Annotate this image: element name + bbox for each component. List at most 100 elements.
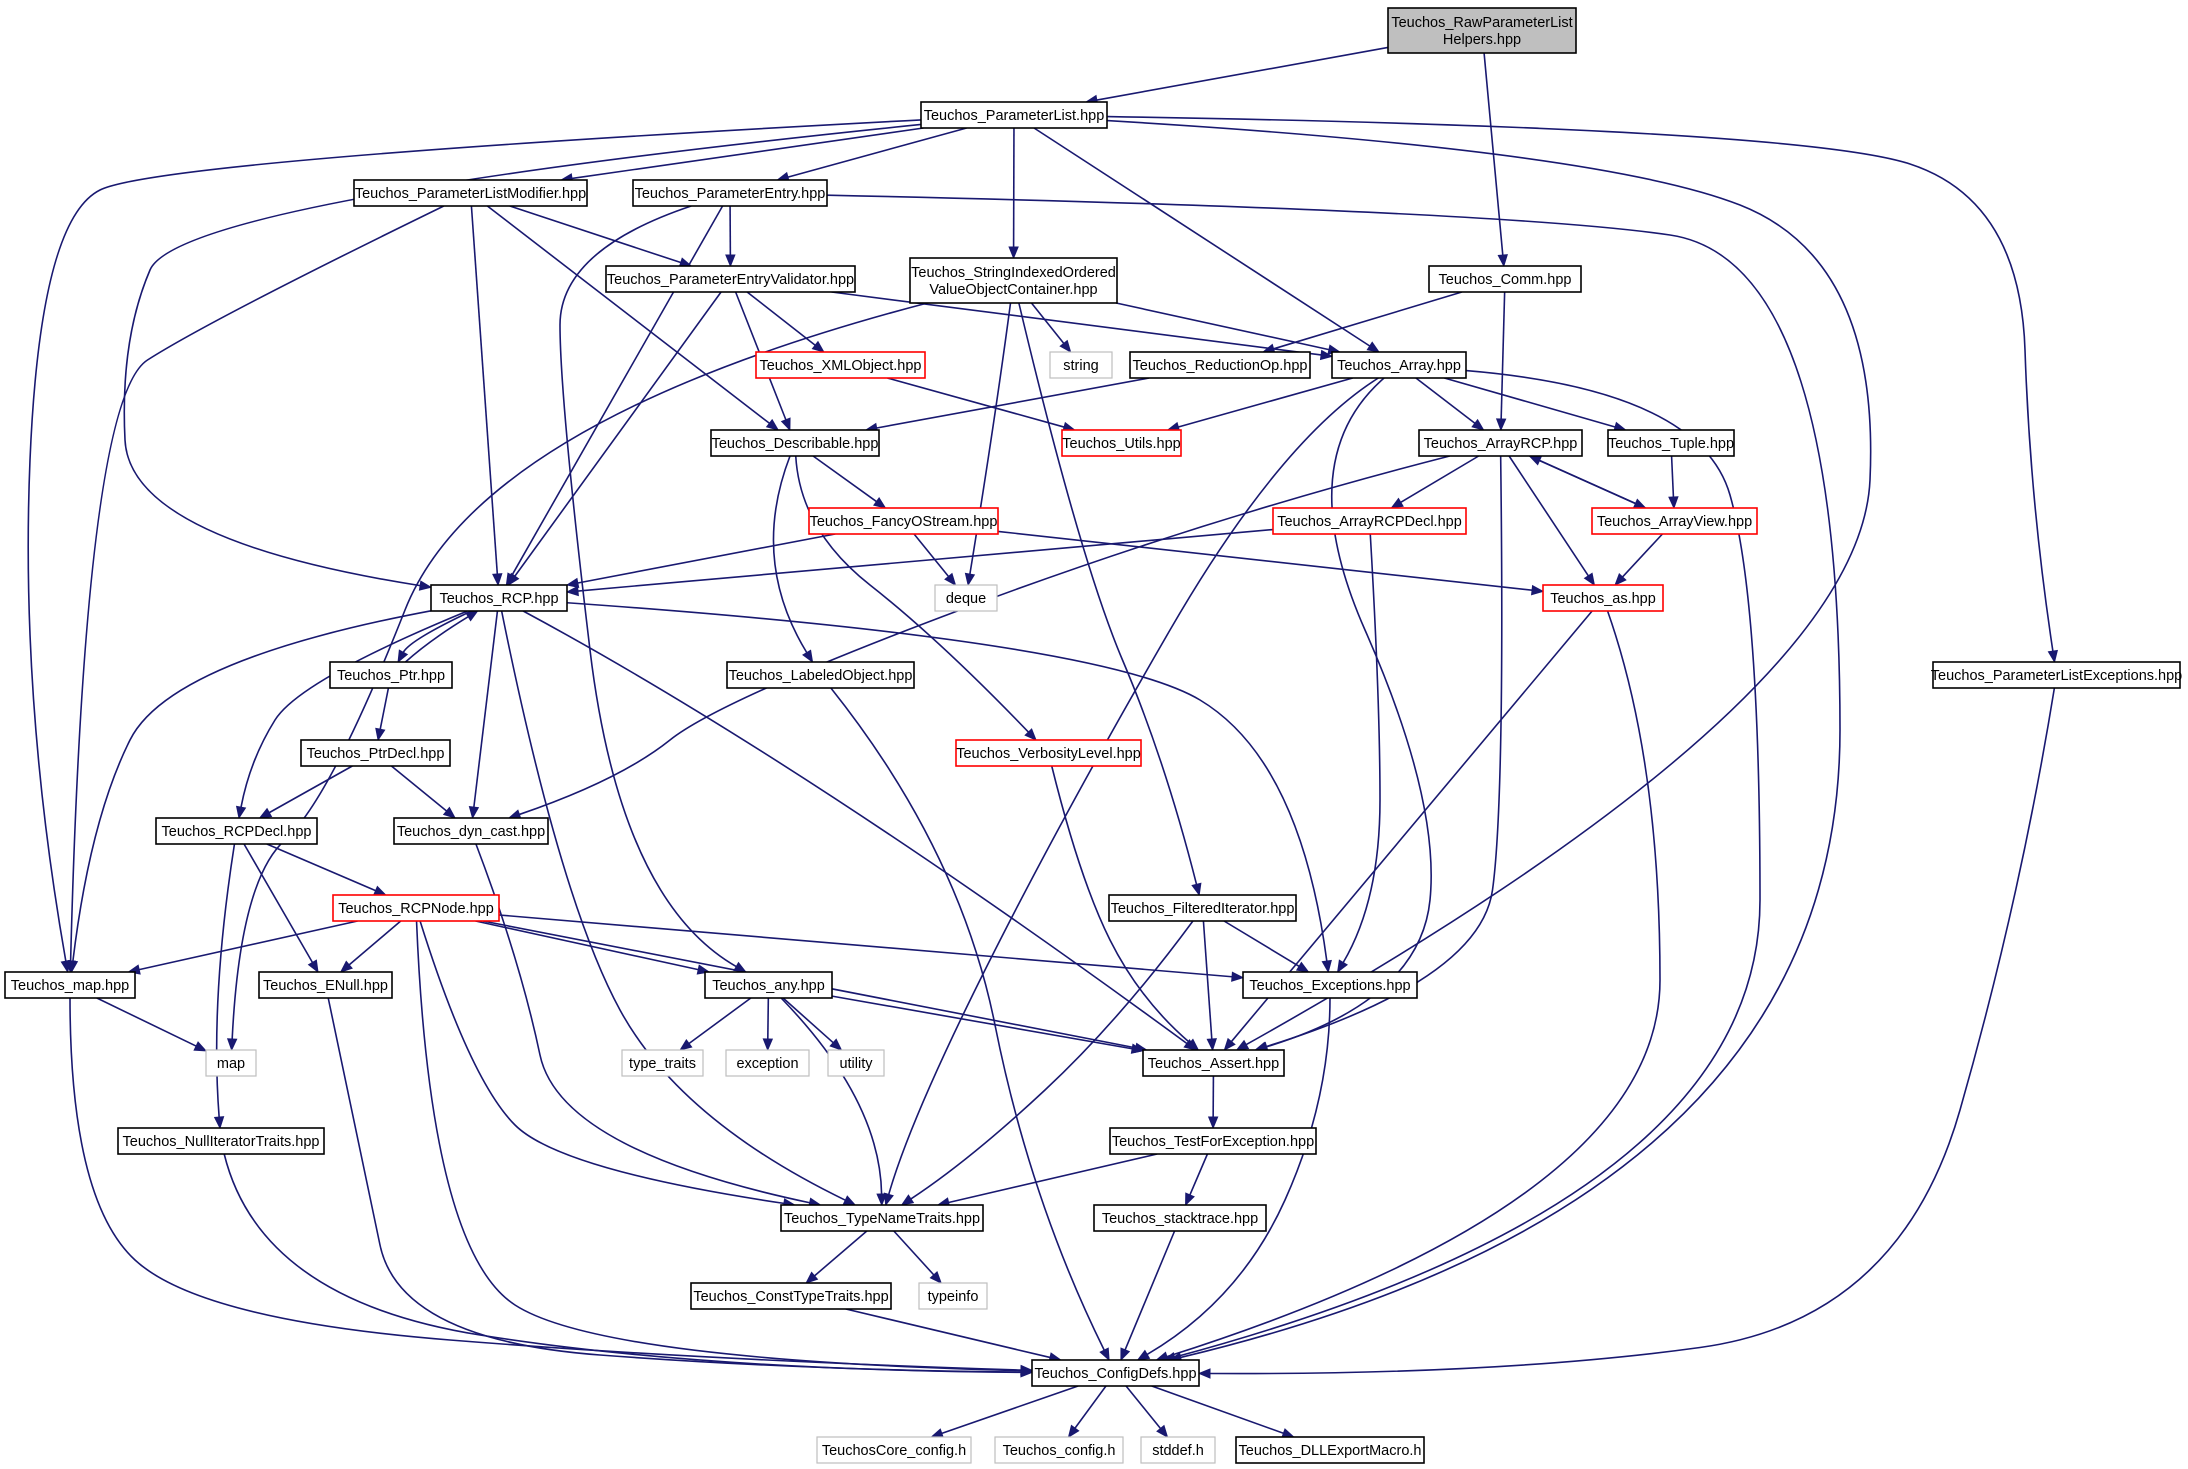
node-describable[interactable]: Teuchos_Describable.hpp [710,429,880,457]
edge-any-to-type_traits [679,997,752,1051]
node-exceptions[interactable]: Teuchos_Exceptions.hpp [1242,971,1418,999]
node-comm[interactable]: Teuchos_Comm.hpp [1428,265,1582,293]
node-box [1061,429,1182,457]
node-dyncast[interactable]: Teuchos_dyn_cast.hpp [393,817,549,845]
node-arrayrcp[interactable]: Teuchos_ArrayRCP.hpp [1418,429,1583,457]
edge-line [243,843,314,963]
node-rcpnode[interactable]: Teuchos_RCPNode.hpp [332,894,500,922]
node-label: Teuchos_Tuple.hpp [1608,436,1734,452]
node-assert[interactable]: Teuchos_Assert.hpp [1142,1049,1285,1077]
node-label: Teuchos_ArrayView.hpp [1597,514,1752,530]
edge-line [910,920,1194,1200]
node-label: Teuchos_ParameterListExceptions.hpp [1931,668,2182,684]
edge-stringindexed-to-array [1115,302,1341,355]
node-verbositylevel[interactable]: Teuchos_VerbosityLevel.hpp [955,739,1142,767]
node-typeinfo[interactable]: typeinfo [918,1282,988,1310]
node-paramlistexceptions[interactable]: Teuchos_ParameterListExceptions.hpp [1931,661,2182,689]
node-labeledobject[interactable]: Teuchos_LabeledObject.hpp [726,661,915,689]
edge-line [1621,533,1664,578]
node-configdefs[interactable]: Teuchos_ConfigDefs.hpp [1031,1359,1200,1387]
edge-paramlistmodifier-to-paramentryvalidator [509,205,693,268]
edge-rcpdecl-to-enull [243,843,319,974]
edge-filterediterator-to-assert [1202,920,1217,1052]
node-teuchos_config[interactable]: Teuchos_config.h [994,1436,1124,1464]
node-map[interactable]: map [205,1049,257,1077]
edge-array-to-utils [1166,377,1353,432]
node-box [755,351,926,379]
edge-arrowhead [1235,1039,1250,1051]
node-utils[interactable]: Teuchos_Utils.hpp [1061,429,1182,457]
edge-any-to-exception [762,997,774,1052]
node-map_hpp[interactable]: Teuchos_map.hpp [4,971,136,999]
node-arrayview[interactable]: Teuchos_ArrayView.hpp [1591,507,1758,535]
edge-line [780,997,883,1195]
node-xmlobject[interactable]: Teuchos_XMLObject.hpp [755,351,926,379]
node-parameterlist[interactable]: Teuchos_ParameterList.hpp [920,101,1108,129]
edge-arrowhead [1223,1037,1236,1052]
edge-arrowhead [397,649,409,664]
node-testforexception[interactable]: Teuchos_TestForException.hpp [1109,1127,1317,1155]
edge-paramentryvalidator-to-xmlobject [746,291,825,353]
edge-arrowhead [1583,572,1596,587]
edge-arrowhead [900,1194,915,1206]
node-box [780,1204,984,1232]
edge-arrowhead [1197,1368,1211,1379]
edge-line [1209,687,2056,1375]
node-reductionop[interactable]: Teuchos_ReductionOp.hpp [1129,351,1311,379]
edge-ptr-to-rcp [404,610,479,663]
node-paramentryvalidator[interactable]: Teuchos_ParameterEntryValidator.hpp [605,265,856,293]
node-parameterentry[interactable]: Teuchos_ParameterEntry.hpp [632,179,828,207]
node-deque[interactable]: deque [934,584,998,612]
node-enull[interactable]: Teuchos_ENull.hpp [258,971,393,999]
node-as[interactable]: Teuchos_as.hpp [1542,584,1664,612]
edge-line [1342,533,1381,963]
node-fancyostream[interactable]: Teuchos_FancyOStream.hpp [808,507,999,535]
node-stddef[interactable]: stddef.h [1140,1436,1216,1464]
edge-line [1124,1230,1176,1351]
node-rcp[interactable]: Teuchos_RCP.hpp [430,584,568,612]
edge-arrowhead [492,573,503,587]
node-type_traits[interactable]: type_traits [621,1049,704,1077]
edge-labeledobject-to-configdefs [830,687,1110,1362]
edge-arrowhead [811,340,825,353]
edge-arrowhead [1495,418,1507,432]
node-label: Teuchos_FancyOStream.hpp [810,514,998,530]
node-any[interactable]: Teuchos_any.hpp [704,971,833,999]
edge-arrowhead [213,1116,225,1130]
node-string[interactable]: string [1049,351,1113,379]
node-box [1140,1436,1216,1464]
node-ptr[interactable]: Teuchos_Ptr.hpp [329,661,453,689]
node-paramlistmodifier[interactable]: Teuchos_ParameterListModifier.hpp [353,179,588,207]
edge-configdefs-to-dllexportmacro [1151,1385,1296,1439]
edge-line [1096,46,1389,101]
node-label: map [217,1056,245,1072]
edge-arrowhead [1336,959,1348,974]
node-teuchoscore_config[interactable]: TeuchosCore_config.h [816,1436,972,1464]
edge-arrowhead [565,577,580,589]
edge-parameterlist-to-paramlistexceptions [1106,115,2058,664]
edge-arrayview-to-as [1614,533,1664,586]
node-box [909,257,1118,304]
node-consttypetraits[interactable]: Teuchos_ConstTypeTraits.hpp [690,1282,892,1310]
node-typenametraits[interactable]: Teuchos_TypeNameTraits.hpp [780,1204,984,1232]
node-tuple[interactable]: Teuchos_Tuple.hpp [1607,429,1735,457]
node-label: Teuchos_VerbosityLevel.hpp [956,746,1141,762]
node-stringindexed[interactable]: Teuchos_StringIndexedOrderedValueObjectC… [909,257,1118,304]
node-arrayrcpdecl[interactable]: Teuchos_ArrayRCPDecl.hpp [1272,507,1467,535]
node-stacktrace[interactable]: Teuchos_stacktrace.hpp [1093,1204,1267,1232]
node-array[interactable]: Teuchos_Array.hpp [1331,351,1467,379]
node-rcpdecl[interactable]: Teuchos_RCPDecl.hpp [155,817,318,845]
node-label: Teuchos_Utils.hpp [1062,436,1181,452]
node-exception[interactable]: exception [725,1049,810,1077]
node-ptrdecl[interactable]: Teuchos_PtrDecl.hpp [300,739,451,767]
edge-line [913,533,950,577]
node-filterediterator[interactable]: Teuchos_FilteredIterator.hpp [1108,894,1297,922]
node-dllexportmacro[interactable]: Teuchos_DLLExportMacro.h [1235,1436,1425,1464]
node-nulliteratortraits[interactable]: Teuchos_NullIteratorTraits.hpp [117,1127,325,1155]
edge-line [772,455,808,654]
edge-rcp-to-ptr [397,610,472,664]
edge-line [887,377,1065,428]
edge-arrowhead [964,572,976,587]
node-utility[interactable]: utility [827,1049,885,1077]
